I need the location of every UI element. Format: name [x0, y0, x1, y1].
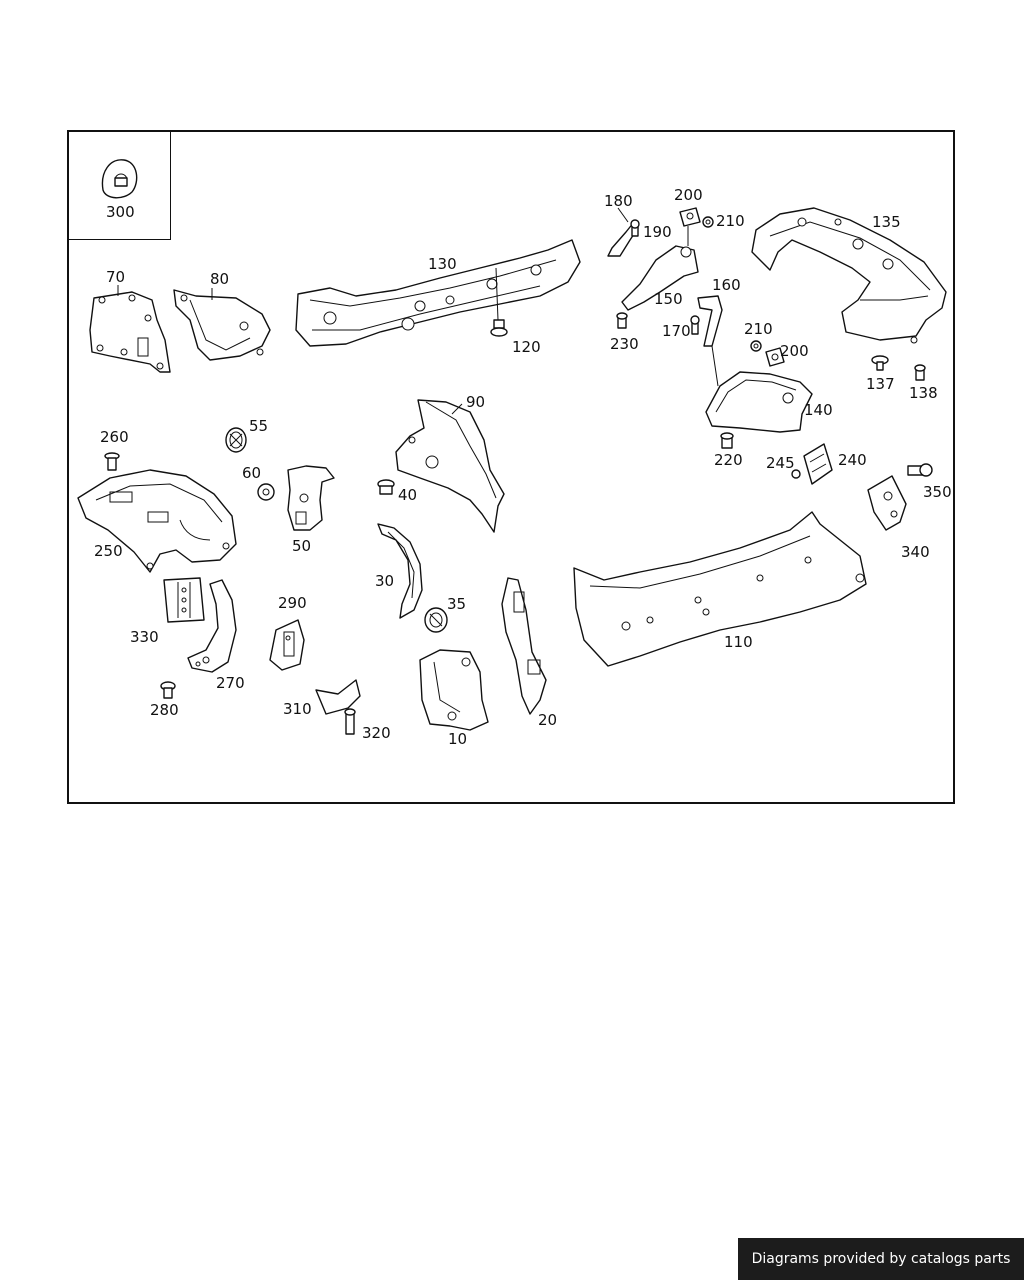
part-30-liner[interactable]	[377, 523, 423, 619]
callout-340: 340	[901, 543, 930, 561]
callout-90: 90	[466, 393, 486, 411]
part-170-bolt[interactable]	[690, 315, 700, 335]
part-70-panel[interactable]	[89, 285, 171, 373]
part-260-screw[interactable]	[104, 452, 120, 471]
callout-160: 160	[712, 276, 741, 294]
callout-220: 220	[714, 451, 743, 469]
callout-138: 138	[909, 384, 938, 402]
part-40-screw[interactable]	[377, 479, 395, 495]
part-35-grommet[interactable]	[424, 607, 448, 633]
part-230-bolt[interactable]	[616, 312, 628, 329]
callout-330: 330	[130, 628, 159, 646]
part-20-strut[interactable]	[501, 577, 547, 715]
callout-240: 240	[838, 451, 867, 469]
callout-200-lower: 200	[780, 342, 809, 360]
part-90-wheelhouse-panel[interactable]	[395, 399, 505, 533]
part-340-bracket[interactable]	[867, 475, 907, 531]
callout-130: 130	[428, 255, 457, 273]
part-350-bolt[interactable]	[907, 463, 933, 477]
part-320-bolt[interactable]	[344, 708, 356, 735]
callout-290: 290	[278, 594, 307, 612]
part-240-bracket[interactable]	[803, 443, 833, 485]
callout-50: 50	[292, 537, 312, 555]
callout-310: 310	[283, 700, 312, 718]
part-330-reinforcement[interactable]	[163, 577, 205, 623]
part-137-clip[interactable]	[871, 355, 889, 371]
part-210-nut-lower[interactable]	[750, 340, 762, 352]
part-130-cowl-member[interactable]	[295, 239, 581, 347]
part-55-grommet[interactable]	[225, 427, 247, 453]
part-160-stay[interactable]	[697, 295, 723, 347]
callout-10: 10	[448, 730, 468, 748]
callout-270: 270	[216, 674, 245, 692]
callout-320: 320	[362, 724, 391, 742]
callout-210-upper: 210	[716, 212, 745, 230]
callout-300: 300	[106, 203, 135, 221]
callout-120: 120	[512, 338, 541, 356]
part-120-screw[interactable]	[490, 319, 508, 337]
callout-137: 137	[866, 375, 895, 393]
callout-20: 20	[538, 711, 558, 729]
footer-credit-text: Diagrams provided by catalogs parts	[751, 1251, 1011, 1267]
part-135-front-module[interactable]	[751, 207, 947, 344]
inset-box-part-300	[67, 130, 171, 240]
part-220-bolt[interactable]	[720, 432, 734, 449]
callout-260: 260	[100, 428, 129, 446]
callout-280: 280	[150, 701, 179, 719]
callout-70: 70	[106, 268, 126, 286]
callout-140: 140	[804, 401, 833, 419]
callout-170: 170	[662, 322, 691, 340]
callout-55: 55	[249, 417, 269, 435]
part-140-tray[interactable]	[705, 345, 813, 433]
part-200-clip-upper[interactable]	[679, 207, 701, 227]
part-50-bracket[interactable]	[287, 465, 335, 531]
callout-245: 245	[766, 454, 795, 472]
callout-30: 30	[375, 572, 395, 590]
part-200-clip-lower[interactable]	[765, 347, 785, 367]
callout-230: 230	[610, 335, 639, 353]
part-190-bolt[interactable]	[630, 219, 640, 237]
callout-60: 60	[242, 464, 262, 482]
part-80-bracket[interactable]	[173, 288, 271, 361]
part-60-clip[interactable]	[257, 483, 275, 501]
callout-80: 80	[210, 270, 230, 288]
callout-135: 135	[872, 213, 901, 231]
callout-250: 250	[94, 542, 123, 560]
part-250-heat-shield[interactable]	[77, 469, 237, 573]
part-290-bracket[interactable]	[269, 619, 305, 671]
callout-350: 350	[923, 483, 952, 501]
callout-180: 180	[604, 192, 633, 210]
callout-35: 35	[447, 595, 467, 613]
callout-190: 190	[643, 223, 672, 241]
part-10-pillar-panel[interactable]	[419, 649, 489, 731]
part-270-stay[interactable]	[187, 579, 237, 673]
part-300-clip-nut[interactable]	[101, 159, 138, 199]
callout-200-upper: 200	[674, 186, 703, 204]
callout-40: 40	[398, 486, 418, 504]
footer-credit-banner: Diagrams provided by catalogs parts	[738, 1238, 1024, 1280]
part-138-bolt[interactable]	[914, 364, 926, 381]
part-150-mount[interactable]	[621, 226, 699, 311]
callout-150: 150	[654, 290, 683, 308]
part-310-bracket[interactable]	[315, 679, 361, 715]
part-245-nut[interactable]	[791, 469, 801, 479]
part-280-screw[interactable]	[160, 681, 176, 699]
callout-210-lower: 210	[744, 320, 773, 338]
callout-110: 110	[724, 633, 753, 651]
part-110-side-member[interactable]	[573, 511, 867, 667]
part-210-nut-upper[interactable]	[702, 216, 714, 228]
